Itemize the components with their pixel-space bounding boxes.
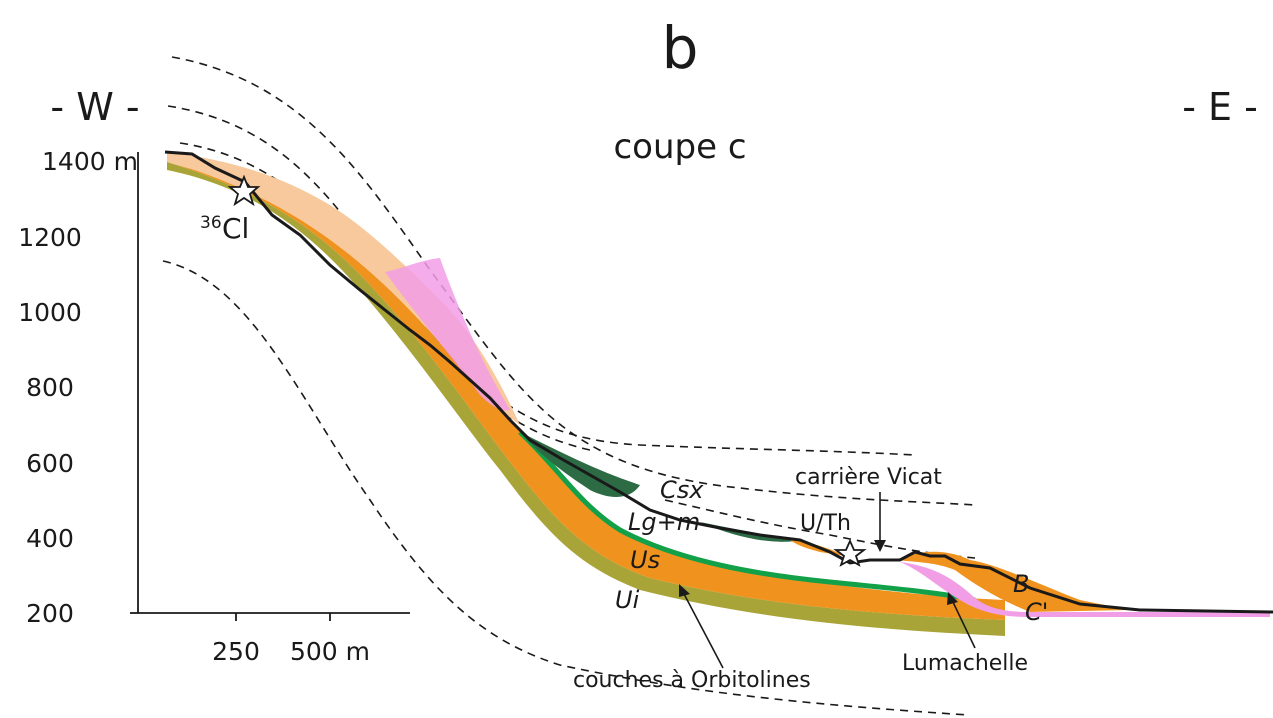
topographic-profile <box>164 150 1273 614</box>
cl36-superscript: 36 <box>200 213 222 233</box>
uth-sample-marker <box>833 538 867 567</box>
green-layer <box>518 430 976 603</box>
panel-letter: b <box>662 14 699 82</box>
carriere-label: carrière Vicat <box>795 465 942 490</box>
lumachelle-label: Lumachelle <box>902 651 1028 676</box>
uth-label: U/Th <box>800 511 851 536</box>
carriere-arrowhead <box>874 540 886 552</box>
east-label: - E - <box>1182 85 1258 129</box>
lumachelle-arrow <box>951 599 976 649</box>
b-layer <box>895 551 1130 612</box>
y-tick-label: 1400 m <box>42 147 138 176</box>
strata <box>167 152 1270 636</box>
west-label: - W - <box>50 85 139 129</box>
orbitolines-label: couches à Orbitolines <box>573 668 811 693</box>
b-label: B <box>1013 570 1029 598</box>
fold-trace-line <box>171 56 976 506</box>
section-title: coupe c <box>613 127 746 167</box>
ui-label: Ui <box>615 586 640 614</box>
y-tick-label: 200 <box>26 599 74 628</box>
orbitolines-arrowhead <box>679 584 690 597</box>
y-axis <box>130 152 410 621</box>
y-tick-label: 600 <box>26 449 74 478</box>
y-tick-label: 400 <box>26 524 74 553</box>
x-tick-label: 500 m <box>290 637 370 666</box>
fold-trace-line <box>167 105 916 456</box>
cl36-sample-marker <box>227 174 261 207</box>
csx-layer <box>520 432 640 497</box>
y-tick-label: 1000 <box>18 298 82 327</box>
csx-label: Csx <box>660 476 704 504</box>
fold-trace-line <box>162 260 969 716</box>
lumachelle-arrowhead <box>947 592 958 605</box>
ui-layer <box>167 162 1005 636</box>
us-label: Us <box>630 546 660 574</box>
cl36-label: Cl <box>222 212 249 245</box>
y-tick-label: 800 <box>26 373 74 402</box>
us-layer <box>167 162 1005 620</box>
x-tick-label: 250 <box>212 637 260 666</box>
cl-label: C' <box>1025 598 1048 626</box>
lgm-label: Lg+m <box>628 508 700 536</box>
orbitolines-arrow <box>682 591 724 669</box>
y-tick-label: 1200 <box>18 223 82 252</box>
pink-wedge <box>385 258 510 411</box>
